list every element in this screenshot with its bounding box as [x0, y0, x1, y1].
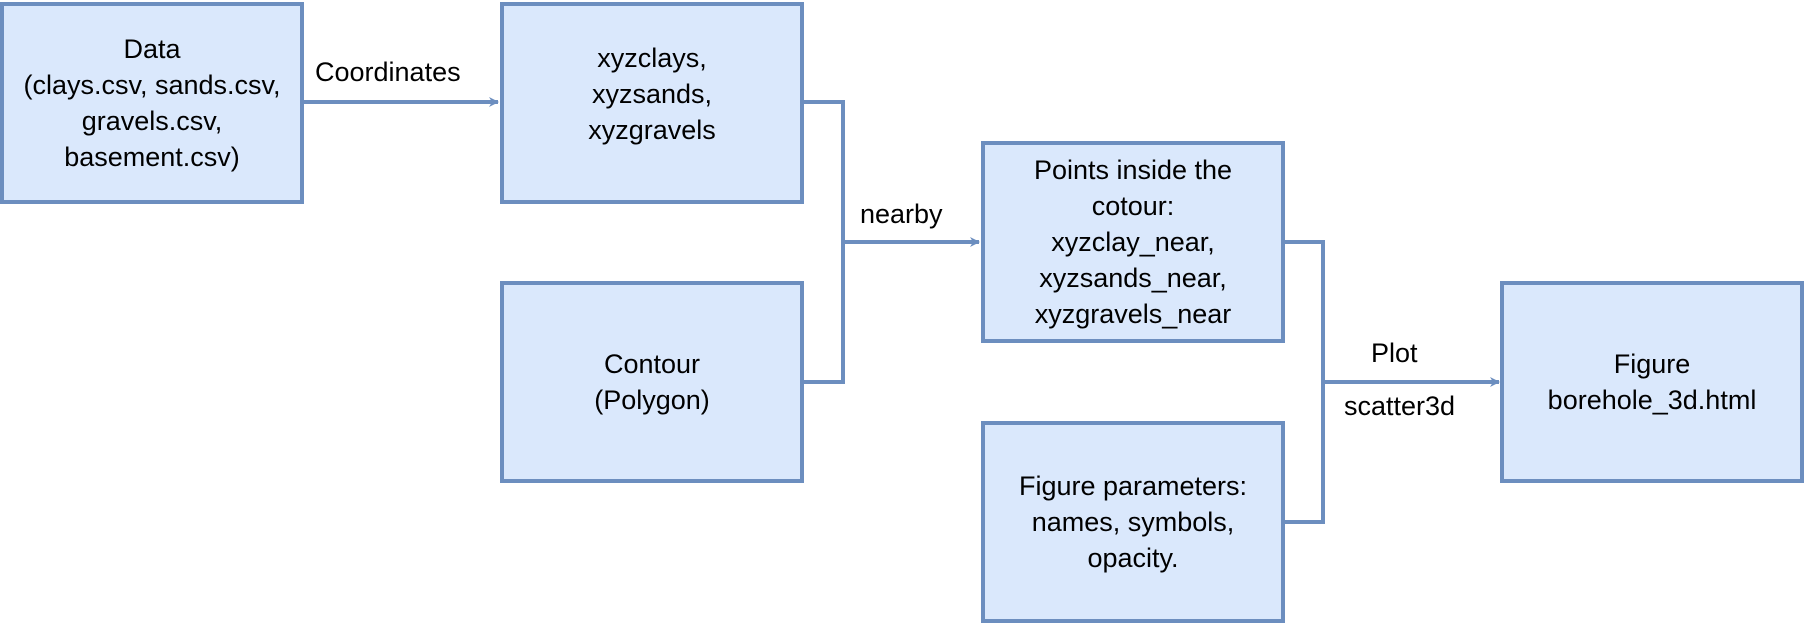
node-points: Points inside the cotour: xyzclay_near, …: [981, 141, 1285, 343]
node-xyz: xyzclays, xyzsands, xyzgravels: [500, 2, 804, 204]
node-figure-line: Figure: [1613, 349, 1691, 379]
node-figure-line: borehole_3d.html: [1547, 385, 1757, 415]
edge-params-merge: [1283, 382, 1325, 524]
node-contour-line: Contour: [603, 349, 701, 379]
edge-contour-merge: [802, 242, 845, 384]
edge-xyz-merge: [802, 100, 845, 242]
node-xyz-line: xyzgravels: [588, 115, 716, 145]
node-data-line: basement.csv): [64, 142, 240, 172]
node-params-line: Figure parameters:: [1018, 471, 1248, 501]
edge-label-scatter3d: scatter3d: [1342, 390, 1458, 422]
node-points-line: xyzgravels_near: [1034, 299, 1232, 329]
node-params-line: names, symbols,: [1031, 507, 1235, 537]
node-points-line: cotour:: [1091, 191, 1175, 221]
node-points-line: xyzsands_near,: [1039, 263, 1227, 293]
node-xyz-line: xyzclays,: [597, 43, 707, 73]
edge-label-coordinates: Coordinates: [313, 56, 463, 88]
node-xyz-line: xyzsands,: [591, 79, 713, 109]
node-params-line: opacity.: [1087, 543, 1179, 573]
node-contour: Contour (Polygon): [500, 281, 804, 483]
node-points-line: Points inside the: [1033, 155, 1233, 185]
node-params: Figure parameters: names, symbols, opaci…: [981, 421, 1285, 623]
node-data-line: (clays.csv, sands.csv,: [23, 70, 281, 100]
node-data: Data (clays.csv, sands.csv, gravels.csv,…: [0, 2, 304, 204]
node-data-line: Data: [123, 34, 181, 64]
node-figure: Figure borehole_3d.html: [1500, 281, 1804, 483]
node-contour-line: (Polygon): [594, 385, 710, 415]
edge-label-plot: Plot: [1369, 337, 1420, 369]
edge-label-nearby: nearby: [858, 198, 945, 230]
node-data-line: gravels.csv,: [81, 106, 223, 136]
node-points-line: xyzclay_near,: [1051, 227, 1215, 257]
edge-points-merge: [1283, 240, 1325, 382]
